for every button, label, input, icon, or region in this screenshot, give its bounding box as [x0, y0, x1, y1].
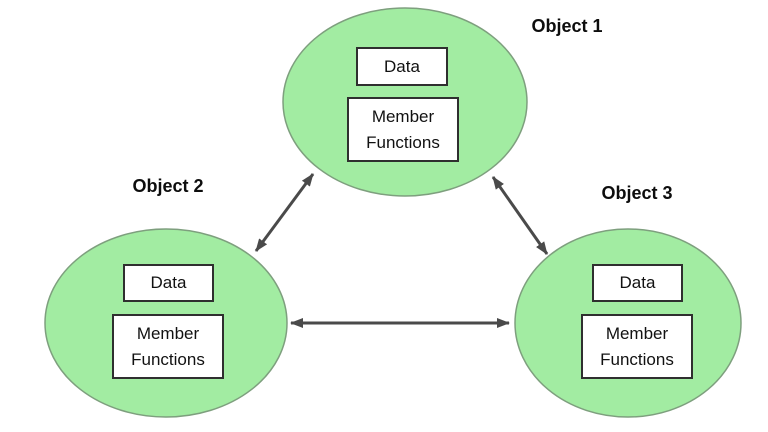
- object-2-member-functions-box: Member Functions: [112, 314, 224, 379]
- object-1-member-functions-box: Member Functions: [347, 97, 459, 162]
- object-3-label: Object 3: [601, 183, 673, 203]
- arrow-object1-object3-icon: [491, 176, 549, 255]
- object-1-label: Object 1: [531, 16, 603, 36]
- object-3-data-box: Data: [592, 264, 683, 302]
- arrow-object1-object2-icon: [254, 173, 315, 252]
- object-2-data-box: Data: [123, 264, 214, 302]
- object-3-member-functions-box: Member Functions: [581, 314, 693, 379]
- object-1-data-box: Data: [356, 47, 448, 86]
- object-2-label: Object 2: [132, 176, 204, 196]
